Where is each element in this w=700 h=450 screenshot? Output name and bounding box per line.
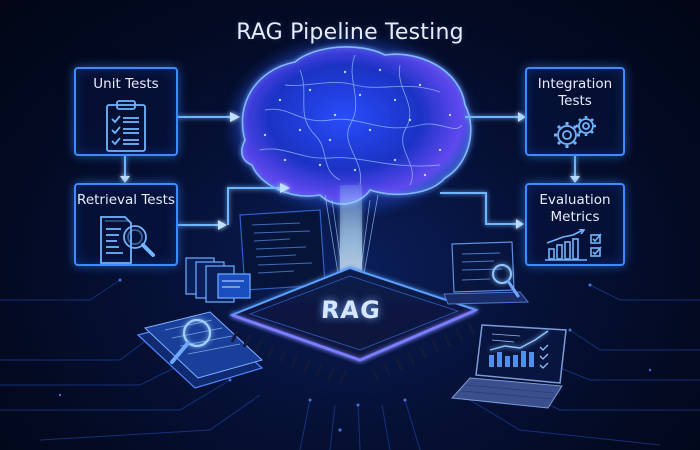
integration-tests-box: Integration Tests bbox=[525, 67, 625, 156]
flow-connectors bbox=[124, 116, 576, 226]
unit-tests-label: Unit Tests bbox=[93, 76, 159, 92]
page-title: RAG Pipeline Testing bbox=[236, 20, 464, 45]
gears-icon bbox=[554, 116, 596, 148]
clipboard-checklist-icon bbox=[106, 100, 146, 152]
unit-tests-box: Unit Tests bbox=[74, 67, 178, 156]
evaluation-label-line2: Metrics bbox=[550, 209, 600, 225]
bar-chart-checks-icon bbox=[545, 229, 602, 261]
arrowheads bbox=[120, 112, 580, 230]
retrieval-tests-label: Retrieval Tests bbox=[77, 192, 175, 208]
data-beam bbox=[340, 185, 362, 290]
search-laptop-icon bbox=[443, 241, 530, 305]
rag-processor-chip bbox=[228, 266, 480, 384]
code-laptop-icon bbox=[239, 209, 326, 291]
integration-tests-label: Integration Tests bbox=[527, 76, 623, 110]
evaluation-label-line1: Evaluation bbox=[539, 192, 611, 208]
neural-brain-icon bbox=[241, 46, 472, 205]
evaluation-metrics-box: Evaluation Metrics bbox=[525, 183, 625, 266]
evaluation-metrics-label: Evaluation Metrics bbox=[527, 192, 623, 226]
document-stack-magnifier-icon bbox=[136, 311, 264, 389]
integration-label-line1: Integration bbox=[537, 76, 613, 92]
stacked-documents-icon bbox=[185, 257, 251, 303]
document-magnifier-icon bbox=[100, 216, 155, 264]
retrieval-tests-box: Retrieval Tests bbox=[74, 183, 178, 266]
analytics-laptop-icon bbox=[450, 324, 567, 409]
integration-label-line2: Tests bbox=[558, 93, 592, 109]
rag-chip-label: RAG bbox=[320, 296, 382, 324]
